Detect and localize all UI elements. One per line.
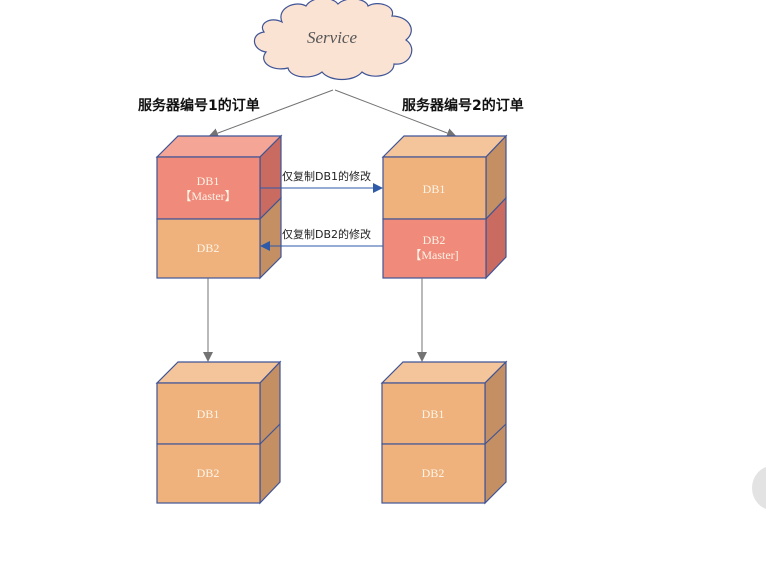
- service-cloud: Service: [253, 0, 413, 81]
- server1-db1-master: [156, 156, 261, 220]
- replica1-db1: [156, 382, 261, 445]
- replicate-db1-label: 仅复制DB1的修改: [282, 169, 371, 183]
- replica2-db2-label: DB2: [422, 466, 445, 480]
- replica2-db2: [381, 443, 486, 504]
- replica2-side: [484, 360, 507, 505]
- replica2-side-divider: [484, 423, 507, 445]
- replicate-db2-label: 仅复制DB2的修改: [282, 227, 371, 241]
- replica1-side-divider: [259, 423, 281, 445]
- floating-scroll-handle[interactable]: [752, 466, 766, 510]
- server1-db1-label: DB1: [197, 174, 220, 188]
- server1-heading: 服务器编号1的订单: [138, 97, 260, 114]
- service-label: Service: [307, 28, 357, 47]
- replica1-db-stack: DB1 DB2: [155, 360, 282, 505]
- server1-db2: [156, 218, 261, 279]
- server2-db1: [382, 156, 487, 220]
- server1-db1-master-label: 【Master】: [179, 189, 236, 203]
- server1-db-stack: DB1 【Master】 DB2: [155, 134, 283, 280]
- replica1-db2: [156, 443, 261, 504]
- arrow-service-to-server1: [208, 89, 334, 138]
- replica1-db2-label: DB2: [197, 466, 220, 480]
- server1-db2-label: DB2: [197, 241, 220, 255]
- server2-db2-master: [382, 218, 487, 279]
- cloud-icon: [253, 0, 413, 81]
- server2-db-stack: DB1 DB2 【Master]: [381, 134, 508, 280]
- server2-db2-label: DB2: [423, 233, 446, 247]
- arrow-service-to-server2: [334, 89, 457, 138]
- server2-db1-label: DB1: [423, 182, 446, 196]
- replica2-db1-label: DB1: [422, 407, 445, 421]
- replica2-db1: [381, 382, 486, 445]
- server2-heading: 服务器编号2的订单: [402, 97, 524, 114]
- server2-top-face: [381, 135, 508, 158]
- server2-db2-master-label: 【Master]: [409, 248, 458, 262]
- replica1-db1-label: DB1: [197, 407, 220, 421]
- replica2-db-stack: DB1 DB2: [380, 360, 508, 505]
- replica1-top-face: [155, 361, 282, 384]
- replica1-side: [259, 360, 281, 505]
